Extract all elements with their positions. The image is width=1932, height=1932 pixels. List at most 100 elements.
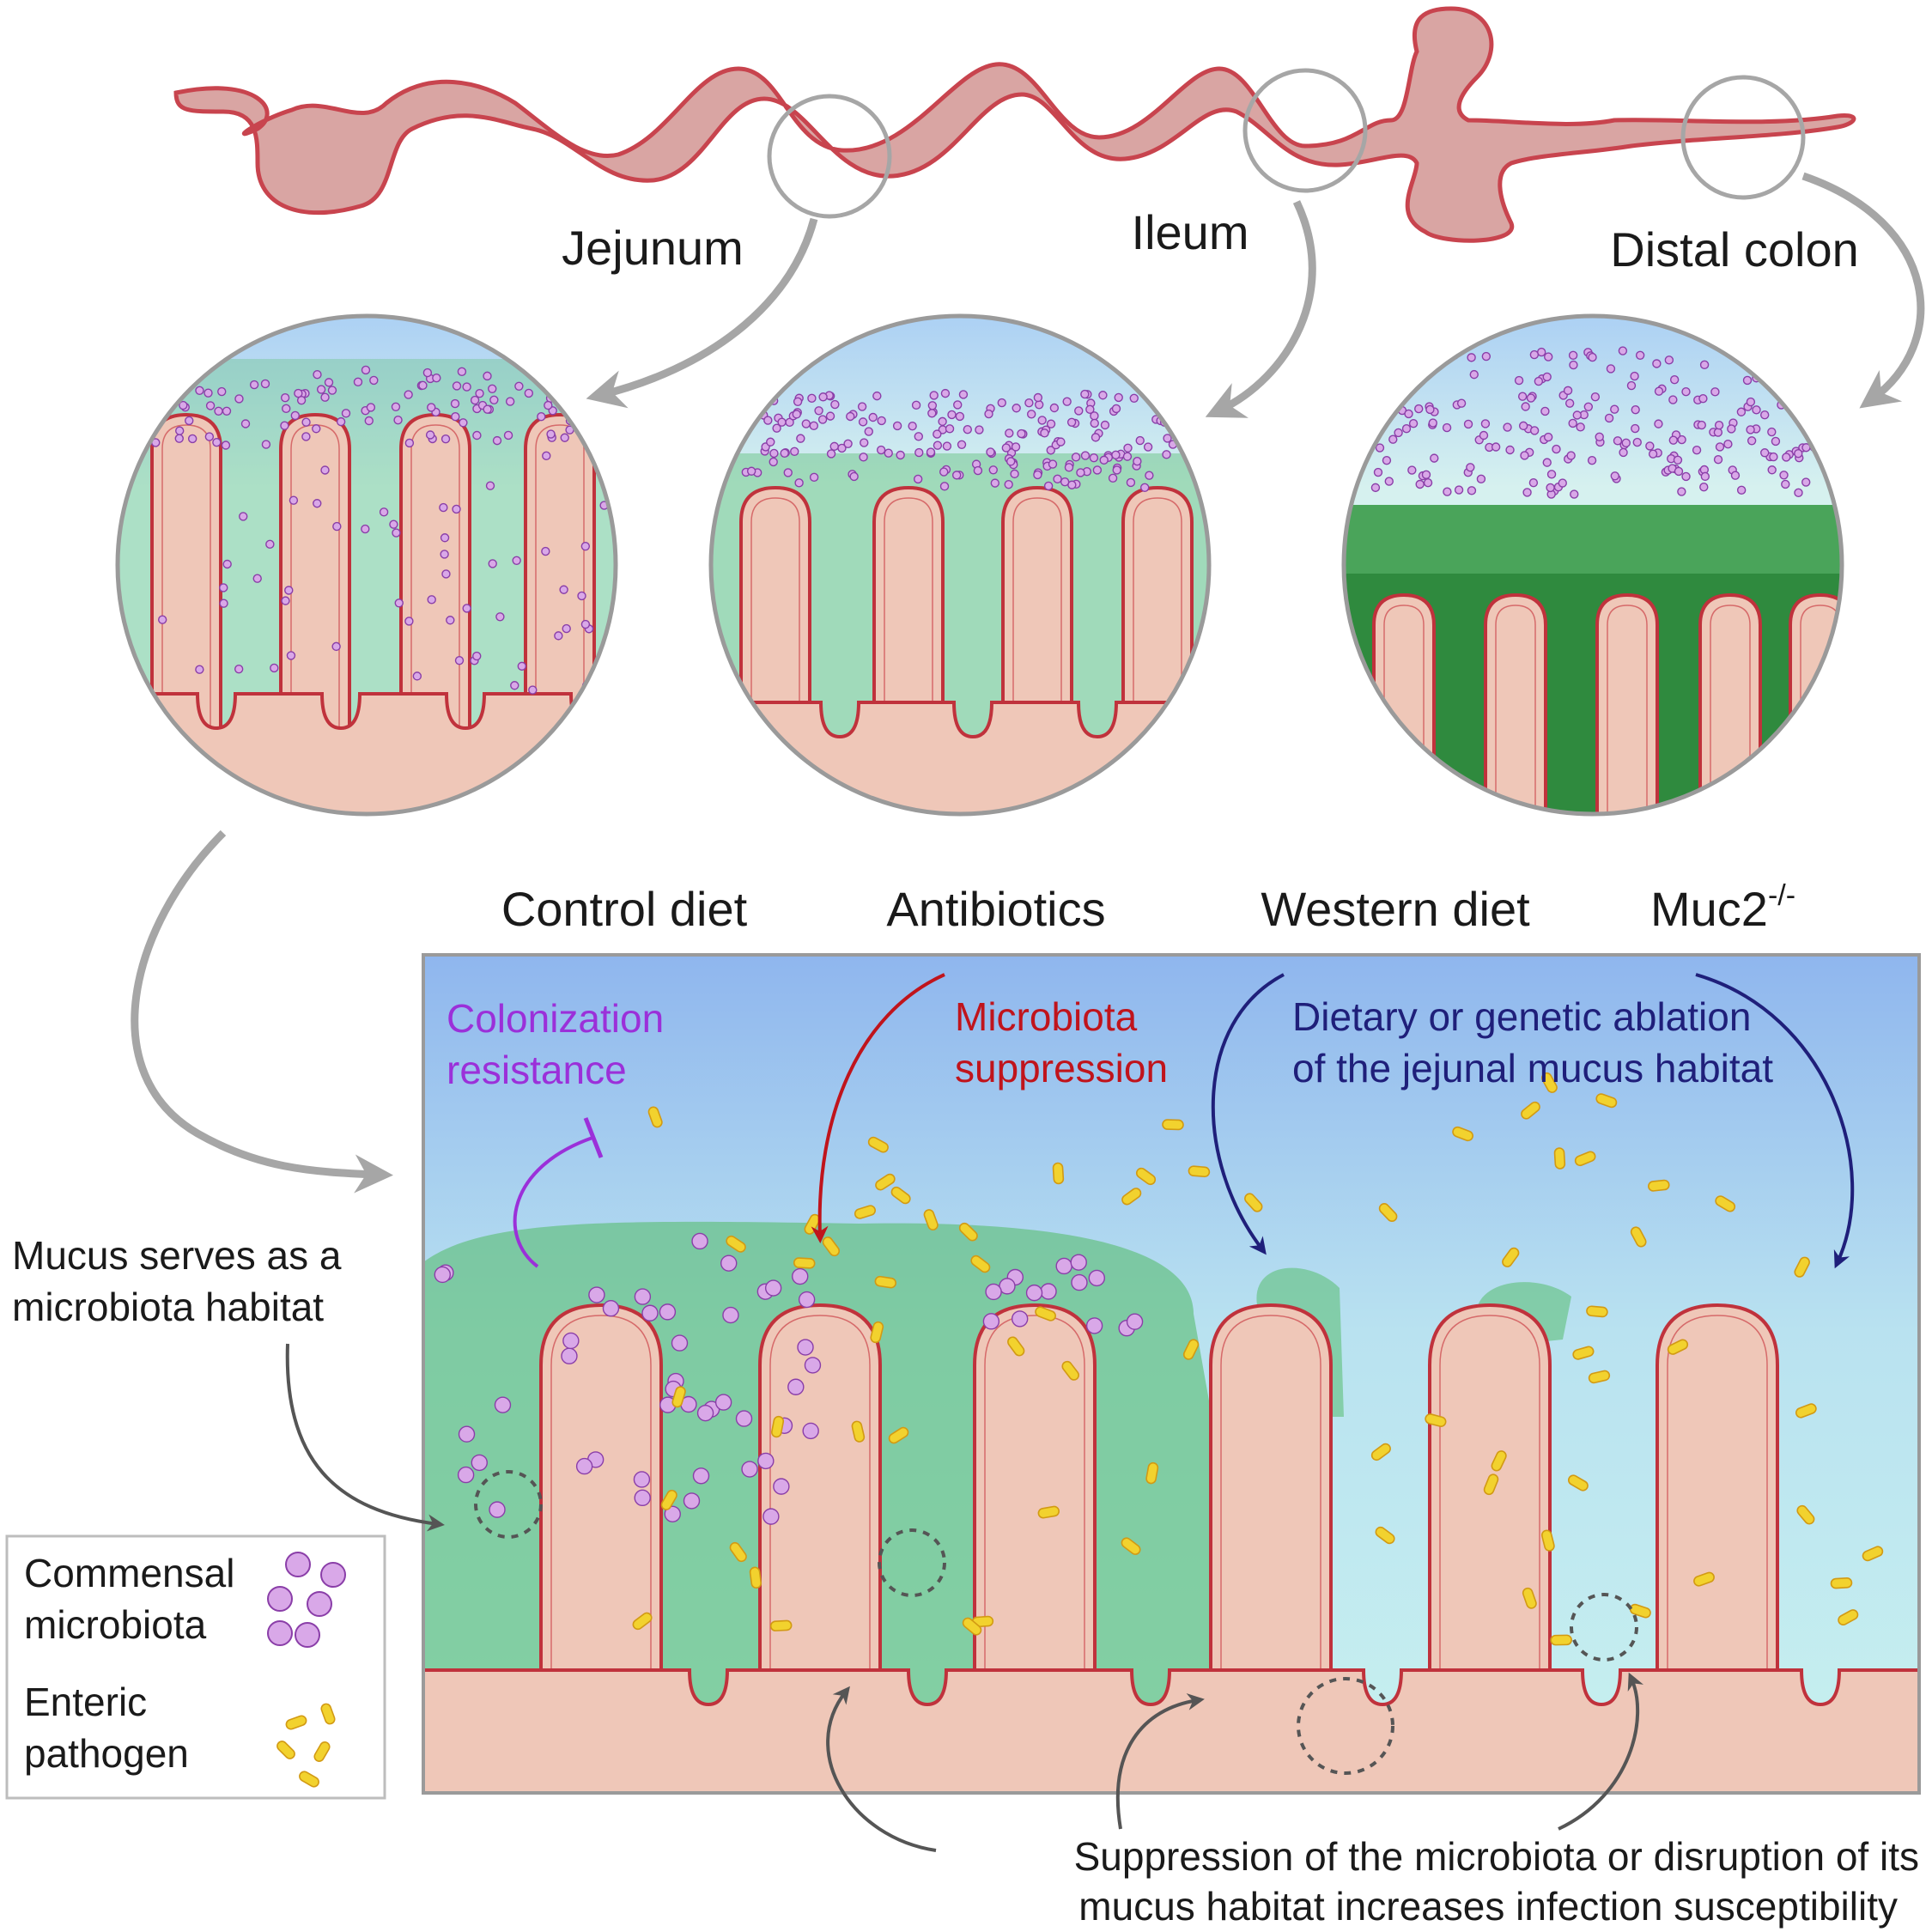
commensal-bacterium [1038,416,1046,424]
commensal-bacterium [954,401,962,409]
commensal-bacterium [441,534,449,542]
commensal-bacterium [440,504,447,512]
commensal-bacterium [596,440,604,448]
commensal-bacterium [313,371,321,379]
commensal-bacterium [1087,1318,1103,1334]
commensal-bacterium [419,381,427,389]
commensal-bacterium [1100,456,1108,464]
commensal-bacterium [123,434,131,442]
commensal-bacterium [1656,387,1663,395]
commensal-bacterium [515,382,523,390]
commensal-bacterium [483,372,491,380]
commensal-bacterium [1012,1311,1028,1327]
commensal-bacterium [1382,457,1390,465]
commensal-bacterium [1711,388,1719,396]
commensal-bacterium [1747,398,1754,406]
commensal-bacterium [908,422,916,430]
commensal-bacterium [810,422,817,429]
commensal-bacterium [1130,394,1138,402]
commensal-bacterium [1506,446,1514,453]
commensal-bacterium [941,483,949,490]
commensal-bacterium [574,394,582,402]
commensal-bacterium [1034,394,1042,402]
commensal-bacterium [1012,443,1020,451]
commensal-bacterium [282,394,289,402]
commensal-bacterium [361,526,369,533]
commensal-bacterium [1113,466,1121,474]
commensal-bacterium [163,367,171,374]
control-diet-label: Control diet [501,882,748,936]
commensal-bacterium [1136,437,1144,445]
commensal-bacterium [1627,382,1635,390]
commensal-bacterium [878,416,885,424]
commensal-bacterium [1807,369,1815,377]
commensal-bacterium [392,529,400,537]
commensal-bacterium [869,414,877,422]
commensal-bacterium [1470,371,1478,379]
commensal-bacterium [878,447,885,454]
commensal-bacterium [860,439,868,447]
commensal-bacterium [1041,1284,1056,1299]
commensal-bacterium [1089,1270,1104,1285]
commensal-bacterium [1048,420,1055,428]
commensal-bacterium [1422,471,1430,478]
commensal-bacterium [1394,391,1401,398]
commensal-bacterium [333,523,341,531]
commensal-bacterium [1607,365,1614,373]
commensal-bacterium [452,413,459,421]
commensal-bacterium [1812,376,1820,384]
commensal-bacterium [223,407,231,415]
commensal-bacterium [1416,480,1424,488]
muc2-superscript: -/- [1768,879,1795,912]
commensal-bacterium [562,625,570,633]
commensal-bacterium [1127,478,1134,486]
commensal-bacterium [1521,452,1528,459]
commensal-bacterium [948,410,956,418]
commensal-bacterium [692,1233,708,1249]
commensal-bacterium [1431,454,1438,462]
commensal-bacterium [161,399,168,407]
commensal-bacterium [1123,453,1131,460]
commensal-bacterium [1780,471,1788,479]
commensal-bacterium [1682,472,1690,480]
legend-commensal-line1: Commensal [24,1551,234,1595]
commensal-bacterium [1782,480,1789,488]
commensal-bacterium [1728,425,1735,433]
commensal-bacterium [253,574,261,582]
commensal-bacterium [894,422,902,429]
commensal-bacterium [1520,422,1528,429]
commensal-bacterium [603,1301,618,1316]
commensal-bacterium [189,434,197,442]
commensal-bacterium [1753,349,1761,356]
commensal-bacterium [459,419,467,427]
commensal-bacterium [578,592,586,599]
commensal-bacterium [447,617,454,624]
commensal-bacterium [959,391,967,398]
commensal-bacterium [773,424,781,432]
commensal-bacterium [459,1426,475,1442]
commensal-bacterium [1081,391,1089,398]
commensal-bacterium [1737,408,1745,416]
commensal-bacterium [847,412,854,420]
commensal-bacterium [220,599,228,607]
commensal-bacterium [1373,408,1381,416]
commensal-bacterium [1479,432,1487,440]
commensal-bacterium [1795,489,1802,496]
commensal-bacterium [1482,353,1490,361]
commensal-bacterium [1458,399,1466,407]
commensal-bacterium [1530,351,1538,359]
commensal-bacterium [763,1509,779,1524]
commensal-bacterium [1591,393,1599,401]
commensal-bacterium [395,599,403,607]
commensal-bacterium [451,400,459,408]
commensal-bacterium [513,556,520,564]
commensal-bacterium [489,1502,505,1517]
commensal-bacterium [542,548,550,556]
commensal-bacterium [998,399,1005,407]
commensal-bacterium [1747,426,1754,434]
commensal-bacterium [442,435,450,443]
commensal-bacterium [1631,406,1639,414]
commensal-bacterium [543,452,550,459]
commensal-bacterium [991,479,999,487]
commensal-bacterium [1005,481,1012,489]
